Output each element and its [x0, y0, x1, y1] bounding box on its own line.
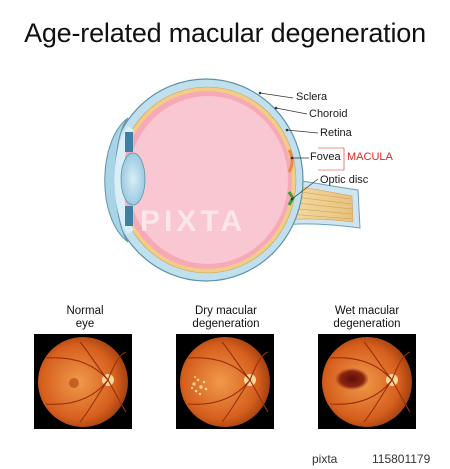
vitreous-body [128, 96, 288, 264]
stock-brand: pixta [312, 452, 338, 466]
macula-bracket [318, 147, 345, 171]
label-choroid: Choroid [309, 108, 348, 120]
stock-image-id: 115801179 [372, 452, 431, 466]
fundus-normal [34, 334, 132, 429]
iris-bottom [125, 206, 133, 226]
eye-cross-section [104, 78, 361, 282]
label-sclera: Sclera [296, 91, 328, 103]
iris-top [125, 132, 133, 152]
watermark-text: PIXTA [140, 205, 247, 238]
label-macula: MACULA [347, 151, 393, 163]
anterior-chamber [114, 126, 134, 234]
label-fovea: Fovea [310, 151, 341, 163]
cornea [104, 117, 129, 243]
label-optic-disc: Optic disc [320, 174, 369, 186]
fundus-wet [318, 334, 416, 429]
fundus-title-normal: Normal eye [66, 305, 104, 330]
fundus-dry [176, 334, 274, 429]
page-title: Age-related macular degeneration [24, 18, 426, 48]
fundus-title-wet: Wet macular degeneration [333, 305, 401, 330]
stock-footer [0, 446, 450, 469]
label-retina: Retina [320, 127, 352, 139]
fovea-pit [287, 149, 294, 173]
fundus-title-dry: Dry macular degeneration [192, 305, 260, 330]
lens [120, 152, 146, 206]
